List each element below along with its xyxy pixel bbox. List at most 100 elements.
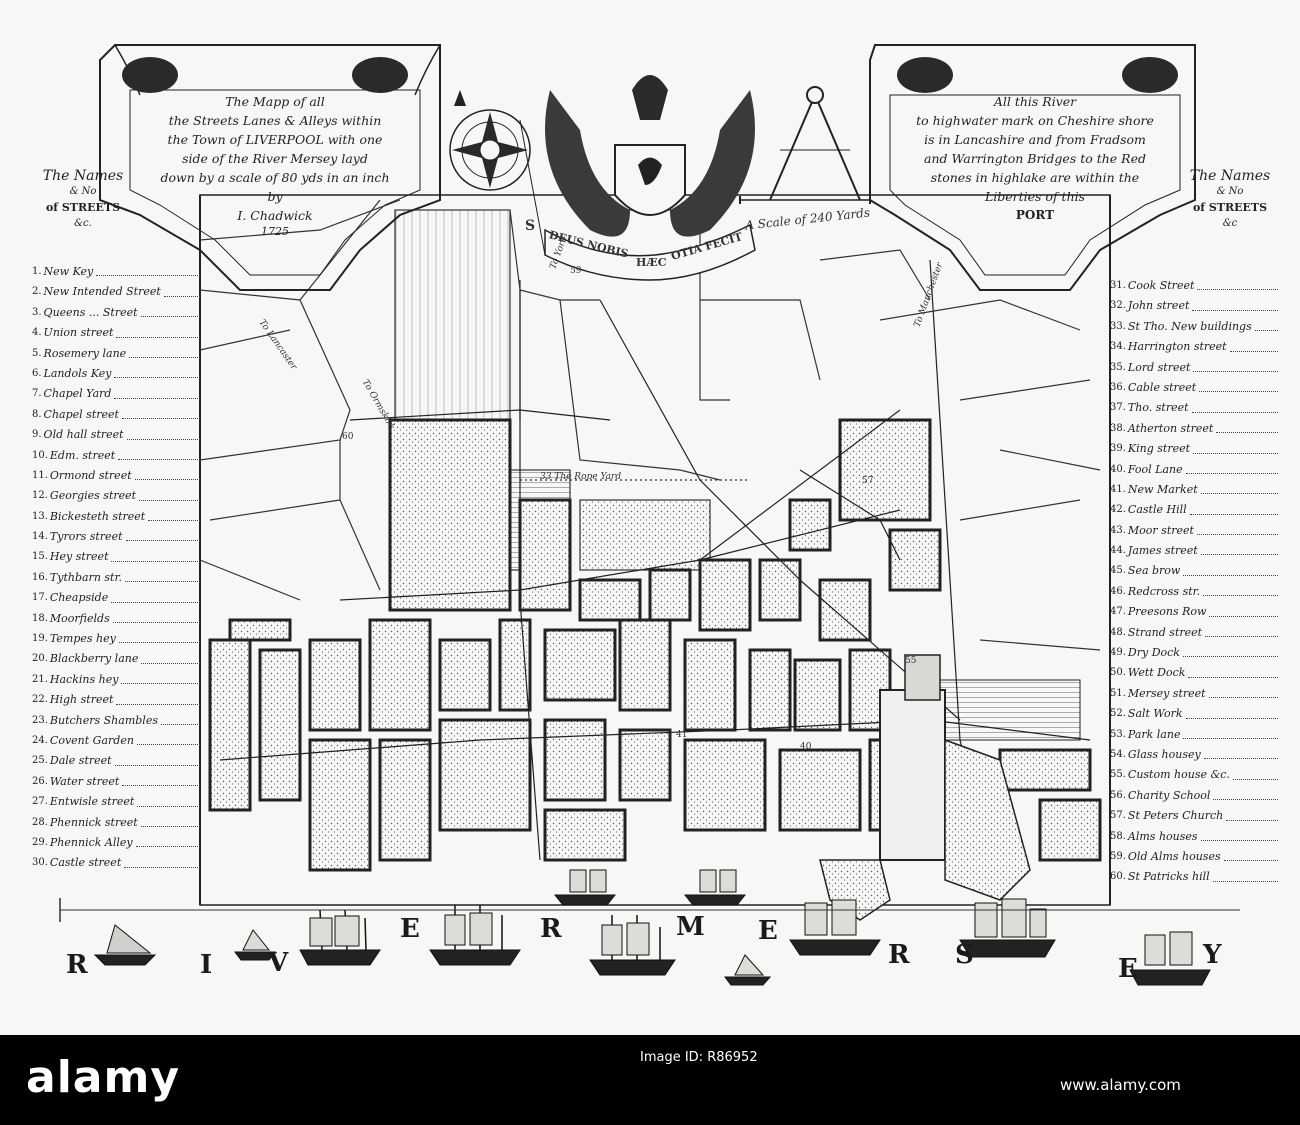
street-index-row: 60.St Patricks hill — [1110, 867, 1280, 887]
title-line-2: the Streets Lanes & Alleys within — [168, 113, 382, 128]
credit-bar — [0, 1035, 1300, 1125]
port-line-2: to highwater mark on Cheshire shore — [916, 113, 1154, 128]
street-name: Entwisle street — [49, 795, 135, 809]
street-number: 39. — [1110, 443, 1126, 455]
dotted-leader — [1226, 806, 1278, 821]
street-name: Phennick street — [49, 815, 138, 829]
street-index-row: 28.Phennick street — [32, 813, 202, 833]
street-index-row: 3.Queens ... Street — [32, 303, 202, 323]
street-index-row: 43.Moor street — [1110, 521, 1280, 541]
street-index-row: 1.New Key — [32, 262, 202, 282]
street-number: 38. — [1110, 422, 1126, 434]
street-number: 17. — [32, 592, 48, 604]
dotted-leader — [1203, 745, 1278, 760]
street-name: High street — [49, 693, 114, 707]
map-number-41: 41 — [676, 730, 688, 740]
dotted-leader — [114, 751, 200, 766]
dotted-leader — [126, 425, 200, 440]
street-name: Butchers Shambles — [49, 713, 158, 727]
street-name: Dale street — [49, 754, 112, 768]
street-number: 45. — [1110, 565, 1126, 577]
dotted-leader — [118, 446, 200, 460]
street-name: Queens ... Street — [43, 305, 138, 319]
left-heading-line-1: The Names — [42, 168, 124, 184]
street-name: Georgies street — [49, 489, 137, 503]
dotted-leader — [141, 649, 200, 664]
street-name: Preesons Row — [1127, 605, 1207, 619]
street-name: Harrington street — [1127, 340, 1227, 354]
dotted-leader — [140, 813, 200, 827]
street-name: Charity School — [1127, 788, 1211, 802]
street-index-row: 36.Cable street — [1110, 378, 1280, 398]
dotted-leader — [118, 629, 200, 644]
alamy-url-link[interactable]: www.alamy.com — [1060, 1076, 1181, 1094]
street-index-row: 29.Phennick Alley — [32, 833, 202, 853]
street-name: Hey street — [49, 550, 109, 564]
street-name: St Tho. New buildings — [1127, 319, 1252, 333]
title-cartouche: The Mapp of all the Streets Lanes & Alle… — [140, 92, 410, 239]
street-index-row: 31.Cook Street — [1110, 276, 1280, 296]
street-number: 35. — [1110, 361, 1126, 373]
street-index-row: 47.Preesons Row — [1110, 602, 1280, 622]
street-index-row: 42.Castle Hill — [1110, 500, 1280, 520]
dotted-leader — [111, 547, 200, 562]
street-number: 32. — [1110, 300, 1126, 312]
street-name: Cable street — [1127, 380, 1197, 394]
right-heading-line-3: of STREETS — [1192, 201, 1268, 214]
port-line-3: is in Lancashire and from Fradsom — [924, 132, 1146, 147]
street-index-row: 34.Harrington street — [1110, 337, 1280, 357]
dotted-leader — [1197, 276, 1278, 291]
alamy-logo[interactable]: alamy — [26, 1052, 180, 1103]
street-index-row: 50.Wett Dock — [1110, 663, 1280, 683]
street-number: 42. — [1110, 504, 1126, 516]
dotted-leader — [1212, 867, 1278, 882]
street-number: 25. — [32, 755, 48, 767]
street-name: Old hall street — [43, 428, 124, 442]
port-line-5: stones in highlake are within the — [930, 170, 1140, 185]
dotted-leader — [1216, 419, 1278, 434]
dotted-leader — [160, 711, 200, 725]
street-number: 48. — [1110, 626, 1126, 638]
street-number: 20. — [32, 653, 48, 665]
street-name: Dry Dock — [1127, 646, 1180, 660]
street-name: Rosemery lane — [43, 346, 127, 360]
river-letter-e: E — [400, 914, 420, 944]
dotted-leader — [1229, 337, 1278, 352]
street-number: 29. — [32, 836, 48, 848]
street-index-row: 52.Salt Work — [1110, 704, 1280, 724]
street-number: 37. — [1110, 402, 1126, 414]
street-name: Atherton street — [1127, 421, 1214, 435]
street-index-row: 17.Cheapside — [32, 588, 202, 608]
street-number: 43. — [1110, 524, 1126, 536]
street-index-row: 46.Redcross str. — [1110, 582, 1280, 602]
street-index-row: 11.Ormond street — [32, 466, 202, 486]
dotted-leader — [114, 384, 200, 399]
dotted-leader — [163, 282, 200, 297]
street-number: 10. — [32, 449, 48, 461]
title-line-4: side of the River Mersey layd — [182, 151, 368, 166]
street-index-row: 24.Covent Garden — [32, 731, 202, 751]
street-number: 49. — [1110, 647, 1126, 659]
dotted-leader — [122, 772, 200, 787]
street-name: New Intended Street — [43, 285, 161, 299]
street-name: Salt Work — [1127, 707, 1183, 721]
dotted-leader — [136, 731, 200, 746]
street-name: Redcross str. — [1127, 584, 1201, 598]
street-index-row: 30.Castle street — [32, 853, 202, 873]
street-name: Landols Key — [43, 366, 112, 380]
street-name: New Market — [1127, 482, 1198, 496]
street-name: Park lane — [1127, 727, 1181, 741]
left-heading-line-4: &c. — [74, 218, 92, 229]
street-number: 53. — [1110, 728, 1126, 740]
street-name: Moorfields — [49, 611, 110, 625]
street-name: New Key — [43, 265, 94, 278]
street-name: Tempes hey — [49, 632, 116, 646]
dotted-leader — [125, 527, 200, 542]
street-number: 60. — [1110, 871, 1126, 883]
street-number: 5. — [32, 347, 42, 359]
street-number: 55. — [1110, 769, 1126, 781]
dotted-leader — [1193, 439, 1278, 454]
dotted-leader — [1192, 296, 1278, 311]
street-index-row: 6.Landols Key — [32, 364, 202, 384]
